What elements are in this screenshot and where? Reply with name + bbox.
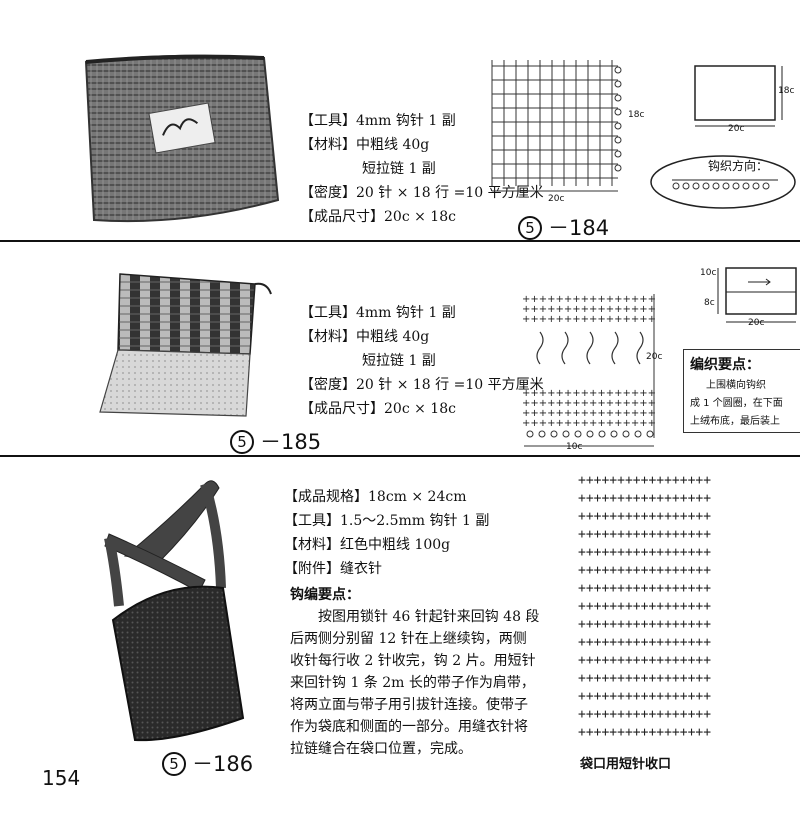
accessory-186: 【附件】缝衣针 xyxy=(284,561,382,577)
svg-text:+++++++++++++++++: +++++++++++++++++ xyxy=(578,689,711,704)
notes-line-2: 成 1 个圆圈，在下面 xyxy=(690,398,783,409)
material-184-zipper: 短拉链 1 副 xyxy=(362,161,436,177)
svg-text:+++++++++++++++++: +++++++++++++++++ xyxy=(578,473,711,488)
method-line: 后两侧分别留 12 针在上继续钩，两侧 xyxy=(290,631,527,647)
diagram-width-185: 20c xyxy=(748,318,765,328)
svg-text:+++++++++++++++++: +++++++++++++++++ xyxy=(578,707,711,722)
svg-text:+++++++++++++++++: +++++++++++++++++ xyxy=(578,725,711,740)
chart-height-184: 18c xyxy=(628,110,645,120)
svg-text:+++++++++++++++++: +++++++++++++++++ xyxy=(578,563,711,578)
size-185: 【成品尺寸】20c × 18c xyxy=(300,401,456,417)
stitch-chart-184 xyxy=(491,60,622,192)
stitch-chart-186: +++++++++++++++++ +++++++++++++++++ ++++… xyxy=(578,473,711,740)
svg-text:+++++++++++++++++: +++++++++++++++++ xyxy=(578,491,711,506)
notes-line-1: 上围横向钩织 xyxy=(706,380,766,391)
svg-text:+++++++++++++++++: +++++++++++++++++ xyxy=(578,527,711,542)
notes-line-3: 上绒布底，最后装上 xyxy=(690,416,780,427)
method-line: 按图用锁针 46 针起针来回钩 48 段 xyxy=(318,609,540,625)
diagram-width-184: 20c xyxy=(728,124,745,134)
tool-186: 【工具】1.5～2.5mm 钩针 1 副 xyxy=(284,513,490,529)
method-text-186: 按图用锁针 46 针起针来回钩 48 段 后两侧分别留 12 针在上继续钩，两侧… xyxy=(290,606,580,760)
chart-caption-186: 袋口用短针收口 xyxy=(580,757,672,772)
figure-label-186: 5－186 xyxy=(162,748,253,778)
notes-box-185: 编织要点： 上围横向钩织 成 1 个圆圈，在下面 上绒布底，最后装上 xyxy=(683,349,800,433)
purse-photo-184 xyxy=(84,54,280,223)
svg-text:+++++++++++++++++: +++++++++++++++++ xyxy=(578,671,711,686)
spec-186: 【成品规格】18cm × 24cm xyxy=(284,489,467,505)
method-line: 拉链缝合在袋口位置，完成。 xyxy=(290,741,472,757)
circled-number: 5 xyxy=(230,430,254,454)
chart-width-185: 10c xyxy=(566,442,583,452)
page-number: 154 xyxy=(42,766,81,790)
svg-text:++++++++++++++++: ++++++++++++++++ xyxy=(522,388,656,399)
svg-text:+++++++++++++++++: +++++++++++++++++ xyxy=(578,509,711,524)
stitch-chart-185: ++++++++++++++++ ++++++++++++++++ ++++++… xyxy=(522,294,656,447)
diagram-height-185-top: 10c xyxy=(700,268,717,278)
diagram-height-185-bottom: 8c xyxy=(704,298,715,308)
direction-label-184: 钩织方向： xyxy=(708,159,769,173)
tool-185: 【工具】4mm 钩针 1 副 xyxy=(300,305,456,321)
material-186: 【材料】红色中粗线 100g xyxy=(284,537,451,553)
svg-text:++++++++++++++++: ++++++++++++++++ xyxy=(522,314,656,325)
figure-label-184: 5－184 xyxy=(518,212,609,242)
density-184: 【密度】20 针 × 18 行 =10 平方厘米 xyxy=(300,185,544,201)
material-185-zipper: 短拉链 1 副 xyxy=(362,353,436,369)
method-title-186: 钩编要点： xyxy=(290,587,360,603)
pouch-diagram-184 xyxy=(694,65,783,127)
svg-text:+++++++++++++++++: +++++++++++++++++ xyxy=(578,635,711,650)
material-184: 【材料】中粗线 40g xyxy=(300,137,430,153)
method-line: 收针每行收 2 针收完，钩 2 片。用短针 xyxy=(290,653,536,669)
purse-photo-185 xyxy=(99,273,272,417)
svg-text:+++++++++++++++++: +++++++++++++++++ xyxy=(578,581,711,596)
tool-184: 【工具】4mm 钩针 1 副 xyxy=(300,113,456,129)
pouch-diagram-185 xyxy=(717,267,797,323)
svg-text:+++++++++++++++++: +++++++++++++++++ xyxy=(578,617,711,632)
svg-text:+++++++++++++++++: +++++++++++++++++ xyxy=(578,545,711,560)
size-184: 【成品尺寸】20c × 18c xyxy=(300,209,456,225)
direction-oval-184 xyxy=(650,155,796,209)
svg-text:++++++++++++++++: ++++++++++++++++ xyxy=(522,418,656,429)
chart-width-184: 20c xyxy=(548,194,565,204)
svg-text:+++++++++++++++++: +++++++++++++++++ xyxy=(578,653,711,668)
svg-text:++++++++++++++++: ++++++++++++++++ xyxy=(522,294,656,305)
density-185: 【密度】20 针 × 18 行 =10 平方厘米 xyxy=(300,377,544,393)
section-divider-1 xyxy=(0,240,800,242)
method-line: 来回针钩 1 条 2m 长的带子作为肩带， xyxy=(290,675,535,691)
material-185: 【材料】中粗线 40g xyxy=(300,329,430,345)
chart-height-185: 20c xyxy=(646,352,663,362)
method-line: 将两立面与带子用引拔针连接。使带子 xyxy=(290,697,528,713)
figure-code: －184 xyxy=(548,216,610,240)
circled-number: 5 xyxy=(162,752,186,776)
bag-photo-186 xyxy=(104,480,245,742)
circled-number: 5 xyxy=(518,216,542,240)
figure-label-185: 5－185 xyxy=(230,426,321,456)
section-divider-2 xyxy=(0,455,800,457)
notes-title-185: 编织要点： xyxy=(690,357,760,373)
svg-text:++++++++++++++++: ++++++++++++++++ xyxy=(522,398,656,409)
svg-text:++++++++++++++++: ++++++++++++++++ xyxy=(522,304,656,315)
diagram-height-184: 18c xyxy=(778,86,795,96)
method-line: 作为袋底和侧面的一部分。用缝衣针将 xyxy=(290,719,528,735)
figure-code: －185 xyxy=(260,430,322,454)
svg-text:++++++++++++++++: ++++++++++++++++ xyxy=(522,408,656,419)
figure-code: －186 xyxy=(192,752,254,776)
svg-text:+++++++++++++++++: +++++++++++++++++ xyxy=(578,599,711,614)
